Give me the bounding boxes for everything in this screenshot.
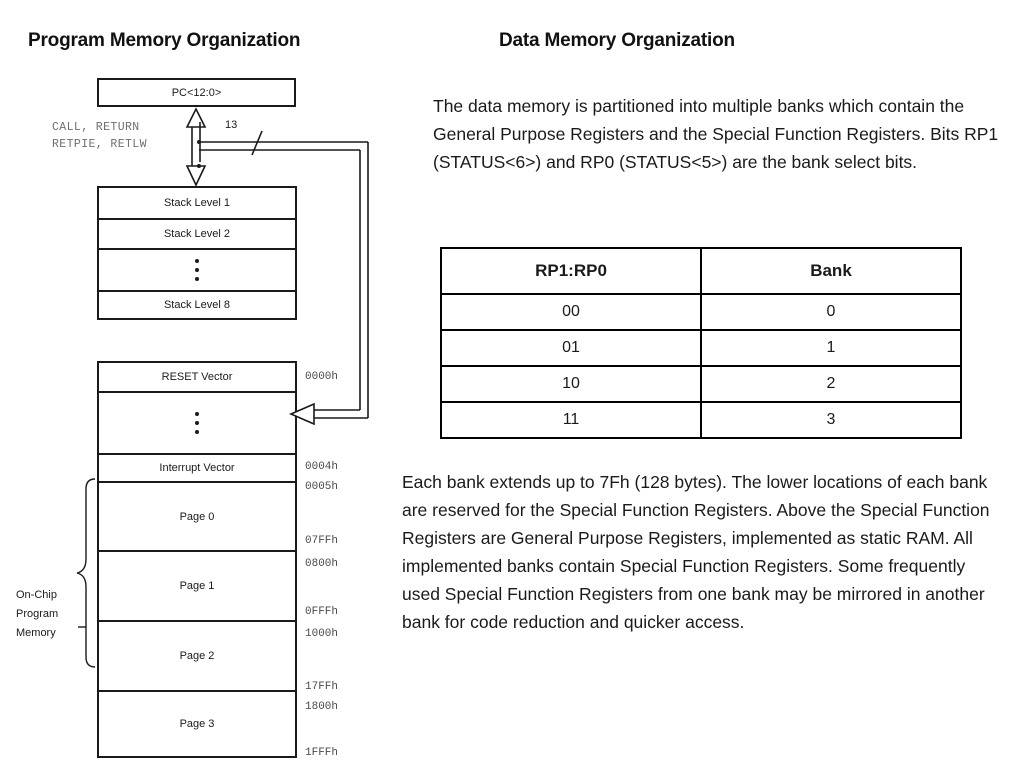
table-row: 01 1 [440, 329, 962, 367]
program-memory-title: Program Memory Organization [28, 30, 301, 51]
page-0-cell: Page 0 [99, 481, 295, 550]
stack-level-1-cell: Stack Level 1 [163, 197, 231, 209]
interrupt-vector-cell: Interrupt Vector [99, 453, 295, 481]
cell-rp-bits: 01 [440, 329, 702, 367]
program-memory-box: RESET Vector Interrupt Vector Page 0 Pag… [97, 361, 297, 758]
data-memory-detail-paragraph: Each bank extends up to 7Fh (128 bytes).… [402, 472, 990, 632]
page-3-cell: Page 3 [99, 690, 295, 756]
cell-bank: 3 [700, 401, 962, 439]
program-memory-ellipsis-cell [99, 391, 295, 453]
vertical-dots-icon [195, 259, 199, 281]
address-page2-end: 17FFh [305, 681, 339, 693]
data-memory-column: The data memory is partitioned into mult… [402, 0, 1024, 768]
page-2-cell: Page 2 [99, 620, 295, 690]
cell-bank: 2 [700, 365, 962, 403]
cell-rp-bits: 00 [440, 293, 702, 331]
on-chip-memory-brace [76, 478, 96, 668]
address-page1-end: 0FFFh [305, 606, 339, 618]
stack-ellipsis-cell [99, 248, 295, 290]
on-chip-program-memory-label: On-Chip Program Memory [16, 589, 59, 639]
header-bank: Bank [700, 247, 962, 295]
table-header-row: RP1:RP0 Bank [440, 247, 962, 295]
cell-rp-bits: 11 [440, 401, 702, 439]
cell-bank: 0 [700, 293, 962, 331]
pc-to-stack-arrow [185, 122, 207, 187]
address-page3-start: 1800h [305, 701, 339, 713]
address-reset: 0000h [305, 371, 339, 383]
reset-vector-cell: RESET Vector [161, 371, 233, 383]
data-memory-title: Data Memory Organization [499, 30, 735, 51]
bank-select-table: RP1:RP0 Bank 00 0 01 1 10 2 11 3 [440, 247, 962, 439]
table-row: 00 0 [440, 293, 962, 331]
stack-level-2-cell: Stack Level 2 [99, 218, 295, 248]
pc-register-label: PC<12:0> [171, 86, 222, 99]
address-page0-end: 07FFh [305, 535, 339, 547]
table-row: 11 3 [440, 401, 962, 439]
vertical-dots-icon [195, 412, 199, 434]
header-rp1-rp0: RP1:RP0 [440, 247, 702, 295]
call-return-legend: CALL, RETURN RETPIE, RETLW [52, 121, 147, 151]
address-interrupt: 0004h [305, 461, 339, 473]
stack-to-pc-arrow [185, 107, 207, 172]
cell-bank: 1 [700, 329, 962, 367]
data-memory-intro-paragraph: The data memory is partitioned into mult… [433, 96, 999, 172]
address-page2-start: 1000h [305, 628, 339, 640]
page-1-cell: Page 1 [99, 550, 295, 620]
address-page3-end: 1FFFh [305, 747, 339, 759]
program-memory-diagram: PC<12:0> CALL, RETURN RETPIE, RETLW 13 S… [0, 0, 420, 768]
cell-rp-bits: 10 [440, 365, 702, 403]
pc-register-box: PC<12:0> [97, 78, 296, 107]
address-page1-start: 0800h [305, 558, 339, 570]
stack-box: Stack Level 1 Stack Level 2 Stack Level … [97, 186, 297, 320]
bus-width-label: 13 [225, 119, 238, 131]
address-page0-start: 0005h [305, 481, 339, 493]
stack-level-8-cell: Stack Level 8 [99, 290, 295, 318]
table-row: 10 2 [440, 365, 962, 403]
